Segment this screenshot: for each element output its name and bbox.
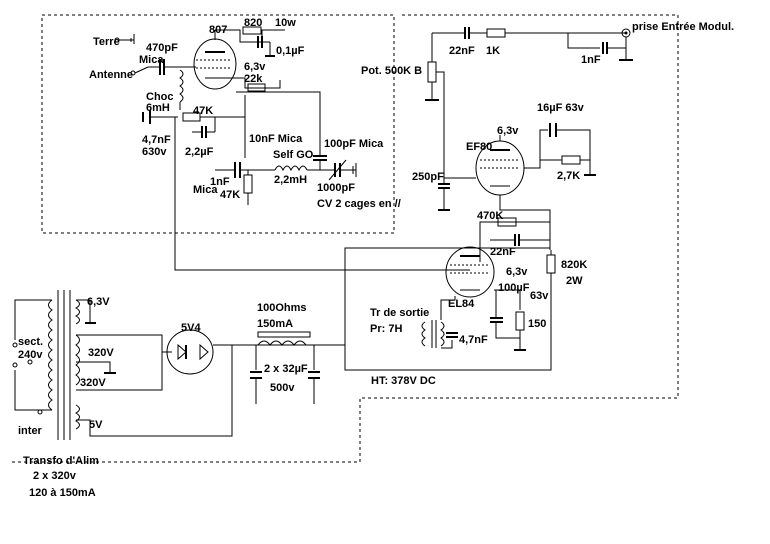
label-320v-a: 320V <box>88 347 114 359</box>
resistor-27k <box>561 155 581 165</box>
label-ht: HT: 378V DC <box>371 375 436 387</box>
label-ef80: EF80 <box>466 141 493 153</box>
label-r47k-top: 47K <box>193 105 214 117</box>
label-10nf-mica: 10nF Mica <box>249 133 303 145</box>
label-tr-63v: 6,3V <box>87 296 110 308</box>
potentiometer-500k <box>427 61 437 83</box>
capacitor-250pf <box>438 178 450 211</box>
output-transformer <box>421 296 456 348</box>
resistor-22k <box>247 83 266 92</box>
label-1000pf: 1000pF <box>317 182 355 194</box>
label-el84: EL84 <box>448 298 475 310</box>
label-27k: 2,7K <box>557 170 581 182</box>
label-transfo: Transfo d'Alim <box>23 455 99 467</box>
label-47nf: 4,7nF <box>142 134 171 146</box>
label-2x320v: 2 x 320v <box>33 470 76 482</box>
label-pr7h: Pr: 7H <box>370 323 403 335</box>
label-22mh: 2,2mH <box>274 174 308 186</box>
choke-6mh <box>179 69 184 110</box>
label-range: 120 à 150mA <box>29 487 96 499</box>
label-100uf: 100µF <box>498 282 530 294</box>
label-r22k: 22k <box>244 73 263 85</box>
filter-choke <box>257 331 311 346</box>
oscillator-enclosure <box>41 14 395 234</box>
tube-el84 <box>445 246 495 298</box>
label-prise: prise Entrée Modul. <box>632 21 735 33</box>
terre-terminal <box>114 34 135 44</box>
label-10w: 10w <box>275 17 296 29</box>
tube-5v4 <box>166 329 214 375</box>
label-470k: 470K <box>477 210 504 222</box>
modulator-enclosure <box>10 14 679 463</box>
antenne-terminal <box>130 66 149 76</box>
label-320v-b: 320V <box>80 377 106 389</box>
label-selfgo: Self GO <box>273 149 314 161</box>
label-c01uf: 0,1µF <box>276 45 305 57</box>
label-1nf-right: 1nF <box>581 54 601 66</box>
label-22nf-top: 22nF <box>449 45 475 57</box>
label-sect: sect. <box>18 336 44 348</box>
label-63v-ef80: 6,3v <box>497 125 519 137</box>
label-22nf-mid: 22nF <box>490 246 516 258</box>
label-pot: Pot. 500K B <box>361 65 423 77</box>
label-c470pf: 470pF <box>146 42 178 54</box>
label-antenne: Antenne <box>89 69 133 81</box>
label-mica2: Mica <box>193 184 218 196</box>
label-trsortie: Tr de sortie <box>370 307 430 319</box>
label-63v-el84: 6,3v <box>506 266 528 278</box>
label-2w: 2W <box>566 275 583 287</box>
label-5v: 5V <box>89 419 103 431</box>
label-250pf: 250pF <box>412 171 444 183</box>
label-r47k-bot: 47K <box>220 189 241 201</box>
label-terre: Terre <box>93 36 120 48</box>
tube-807 <box>185 30 237 90</box>
resistor-1k <box>486 28 506 38</box>
label-16uf: 16µF 63v <box>537 102 584 114</box>
label-63v-807: 6,3v <box>244 61 266 73</box>
label-47nf-out: 4,7nF <box>459 334 488 346</box>
capacitor-470pf <box>148 59 185 75</box>
label-150: 150 <box>528 318 547 330</box>
capacitor-1nf-mica <box>215 162 275 178</box>
label-150ma: 150mA <box>257 318 294 330</box>
label-cv2: CV 2 cages en // <box>317 198 401 210</box>
label-820k: 820K <box>561 259 588 271</box>
capacitor-100pf-mica <box>313 150 327 170</box>
resistor-47k-bot <box>243 174 253 194</box>
variable-capacitor-cv <box>320 159 357 181</box>
capacitor-22uf <box>192 117 216 138</box>
label-22uf: 2,2µF <box>185 146 214 158</box>
label-r820: 820 <box>244 17 263 29</box>
resistor-820 <box>242 26 262 35</box>
label-807: 807 <box>209 24 228 36</box>
capacitor-47nf-out <box>441 332 458 349</box>
filter-capacitors <box>250 345 320 404</box>
power-transformer <box>48 290 80 440</box>
capacitor-01uf <box>248 36 275 57</box>
label-100ohms: 100Ohms <box>257 302 307 314</box>
resistor-150 <box>515 311 525 331</box>
label-63v: 63v <box>530 290 549 302</box>
resistor-470k <box>497 217 517 227</box>
label-5v4: 5V4 <box>181 322 201 334</box>
label-1k: 1K <box>486 45 501 57</box>
label-6mh: 6mH <box>146 102 170 114</box>
label-500v: 500v <box>270 382 295 394</box>
label-630v: 630v <box>142 146 167 158</box>
resistor-820k <box>546 254 556 274</box>
label-240v: 240v <box>18 349 43 361</box>
label-mica1: Mica <box>139 54 164 66</box>
label-inter: inter <box>18 425 42 437</box>
label-2x32: 2 x 32µF <box>264 363 308 375</box>
selfgo-coil <box>274 165 320 172</box>
label-1nf: 1nF <box>210 176 230 188</box>
label-choc: Choc <box>146 91 174 103</box>
label-100pf-mica: 100pF Mica <box>324 138 384 150</box>
